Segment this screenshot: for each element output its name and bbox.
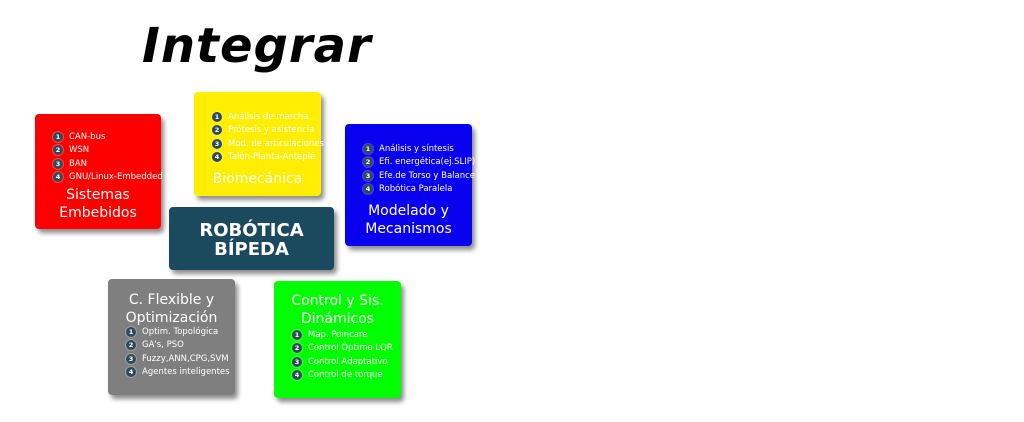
number-badge-icon: 1 <box>363 143 373 154</box>
item-label: Map. Poincare <box>308 329 368 340</box>
list-item: 4 Talón-Planta-Antepié <box>212 151 324 165</box>
item-label: Efe.de Torso y Balance <box>379 170 476 181</box>
box-sistemas-embebidos: 1 CAN-bus 2 WSN 3 BAN 4 GNU/Linux-Embedded S… <box>35 114 163 229</box>
number-badge-icon: 1 <box>292 329 302 340</box>
number-badge-icon: 2 <box>126 340 136 351</box>
number-badge-icon: 2 <box>292 343 302 354</box>
number-badge-icon: 4 <box>126 367 136 378</box>
list-item: 1 Análisis y síntesis <box>363 142 475 156</box>
list-item: 3 Control Adaptativo <box>292 355 393 369</box>
item-label: Agentes inteligentes <box>142 367 230 378</box>
heading-line: BÍPEDA <box>214 239 289 260</box>
list-item: 3 Efe.de Torso y Balance <box>363 169 475 183</box>
heading-line: Modelado y <box>368 203 449 219</box>
list-item: 2 Control Óptimo LQR <box>292 342 393 356</box>
box-modelado-mecanismos: 1 Análisis y síntesis 2 Efi. energética(ej… <box>345 124 475 246</box>
box-heading: Sistemas Embebidos <box>35 186 161 222</box>
item-label: Control de torque <box>308 370 383 381</box>
item-list: 1 Optim. Topológica 2 GA's, PSO 3 Fuzzy,ANN… <box>126 325 230 379</box>
item-label: Prótesis y asistencia <box>228 125 315 136</box>
list-item: 4 GNU/Linux-Embedded <box>53 171 163 185</box>
item-label: Talón-Planta-Antepié <box>228 152 316 163</box>
item-label: Fuzzy,ANN,CPG,SVM <box>142 353 229 364</box>
item-label: Control Adaptativo <box>308 356 388 367</box>
box-heading: Biomecánica <box>194 170 321 188</box>
number-badge-icon: 1 <box>53 131 63 142</box>
heading-line: ROBÓTICA <box>199 220 304 241</box>
item-label: GA's, PSO <box>142 340 184 351</box>
list-item: 3 BAN <box>53 157 163 171</box>
number-badge-icon: 3 <box>212 138 222 149</box>
number-badge-icon: 4 <box>292 370 302 381</box>
list-item: 1 Optim. Topológica <box>126 325 230 339</box>
heading-line: Dinámicos <box>300 311 375 327</box>
heading-line: Mecanismos <box>365 221 452 237</box>
list-item: 1 CAN-bus <box>53 130 163 144</box>
box-robotica-bipeda: ROBÓTICA BÍPEDA <box>169 207 334 270</box>
item-label: Análisis y síntesis <box>379 143 454 154</box>
item-label: Análisis de marcha <box>228 111 309 122</box>
heading-line: C. Flexible y <box>128 292 215 308</box>
list-item: 2 GA's, PSO <box>126 339 230 353</box>
list-item: 4 Agentes inteligentes <box>126 366 230 380</box>
number-badge-icon: 3 <box>292 356 302 367</box>
item-label: WSN <box>69 145 90 156</box>
box-flexible-optimizacion: C. Flexible y Optimización 1 Optim. Topol… <box>108 279 235 395</box>
item-list: 1 CAN-bus 2 WSN 3 BAN 4 GNU/Linux-Embedded <box>53 130 163 184</box>
item-label: Mod. de articulaciones <box>228 138 324 149</box>
heading-line: Biomecánica <box>212 171 303 187</box>
heading-line: Optimización <box>125 310 218 326</box>
box-biomecanica: 1 Análisis de marcha 2 Prótesis y asistenc… <box>194 92 324 196</box>
number-badge-icon: 4 <box>212 152 222 163</box>
number-badge-icon: 3 <box>53 158 63 169</box>
item-label: GNU/Linux-Embedded <box>69 172 163 183</box>
box-heading: C. Flexible y Optimización <box>108 291 235 327</box>
list-item: 2 Efi. energética(ej.SLIP) <box>363 156 475 170</box>
item-label: CAN-bus <box>69 131 106 142</box>
item-list: 1 Análisis de marcha 2 Prótesis y asistenc… <box>212 110 324 164</box>
heading-line: Control y Sis. <box>291 293 384 309</box>
list-item: 4 Robótica Paralela <box>363 183 475 197</box>
number-badge-icon: 1 <box>126 326 136 337</box>
list-item: 3 Mod. de articulaciones <box>212 137 324 151</box>
page-title: Integrar <box>142 18 372 74</box>
list-item: 3 Fuzzy,ANN,CPG,SVM <box>126 352 230 366</box>
number-badge-icon: 2 <box>53 145 63 156</box>
item-label: Control Óptimo LQR <box>308 343 393 354</box>
list-item: 4 Control de torque <box>292 369 393 383</box>
number-badge-icon: 2 <box>363 157 373 168</box>
heading-line: Embebidos <box>59 205 137 221</box>
number-badge-icon: 3 <box>363 170 373 181</box>
list-item: 2 Prótesis y asistencia <box>212 124 324 138</box>
list-item: 1 Análisis de marcha <box>212 110 324 124</box>
number-badge-icon: 4 <box>363 184 373 195</box>
heading-line: Sistemas <box>66 187 130 203</box>
number-badge-icon: 1 <box>212 111 222 122</box>
list-item: 1 Map. Poincare <box>292 328 393 342</box>
number-badge-icon: 3 <box>126 353 136 364</box>
item-list: 1 Análisis y síntesis 2 Efi. energética(ej… <box>363 142 475 196</box>
number-badge-icon: 4 <box>53 172 63 183</box>
item-label: Optim. Topológica <box>142 326 219 337</box>
number-badge-icon: 2 <box>212 125 222 136</box>
item-label: Robótica Paralela <box>379 184 453 195</box>
item-label: BAN <box>69 158 88 169</box>
list-item: 2 WSN <box>53 144 163 158</box>
box-heading: Control y Sis. Dinámicos <box>274 292 401 328</box>
box-heading: Modelado y Mecanismos <box>345 202 472 238</box>
item-label: Efi. energética(ej.SLIP) <box>379 157 476 168</box>
box-heading: ROBÓTICA BÍPEDA <box>169 221 334 259</box>
